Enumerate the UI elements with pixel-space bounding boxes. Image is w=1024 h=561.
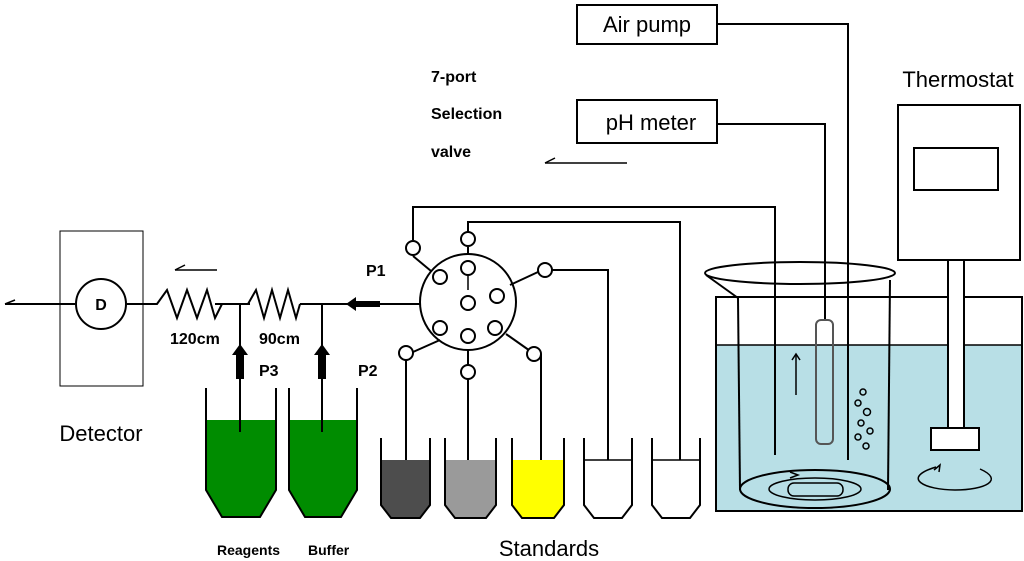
stir-arrow <box>917 466 993 491</box>
detector-symbol <box>75 278 127 330</box>
coil-90cm <box>240 286 301 322</box>
standard-1 <box>380 438 431 519</box>
buffer-label: Buffer <box>308 542 350 558</box>
detector-symbol-label: D <box>95 297 107 314</box>
thermostat-display <box>913 147 999 191</box>
coil-90cm-label: 90cm <box>259 331 300 348</box>
reagents-label: Reagents <box>217 542 280 558</box>
valve-label-line3: valve <box>431 144 471 161</box>
pump-p1 <box>346 297 380 311</box>
air-line <box>717 23 849 460</box>
outlet-arrowhead <box>4 299 16 305</box>
pump-p2-label: P2 <box>358 363 378 380</box>
coil-120cm <box>150 286 223 321</box>
ph-meter-label: pH meter <box>606 110 696 135</box>
thermostat-shaft <box>947 259 965 429</box>
air-bubbles <box>854 388 874 450</box>
selection-valve <box>398 231 553 380</box>
tube-to-standard-4 <box>552 269 609 460</box>
thermostat-label: Thermostat <box>902 67 1013 92</box>
thermostat-impeller <box>930 427 980 451</box>
buffer-bottle <box>288 388 358 518</box>
reaction-beaker <box>704 261 896 509</box>
pump-p1-label: P1 <box>366 263 386 280</box>
standard-5 <box>651 438 701 519</box>
reagents-bottle-fill <box>206 420 276 517</box>
air-pump-label: Air pump <box>603 12 691 37</box>
ph-meter-cable <box>717 123 826 320</box>
ph-meter-box <box>576 99 718 144</box>
standard-4 <box>583 438 633 519</box>
coil-120cm-label: 120cm <box>170 331 220 348</box>
pump-p3 <box>232 344 248 379</box>
stir-arrow-head <box>933 463 942 473</box>
standards-label: Standards <box>499 536 599 561</box>
pump-p2 <box>314 344 330 379</box>
flow-direction-arrowhead-left <box>174 264 186 271</box>
valve-label-line1: 7-port <box>431 69 477 86</box>
detector-label: Detector <box>59 421 142 446</box>
ph-electrode <box>815 319 834 445</box>
standard-2 <box>444 438 497 519</box>
reagents-bottle <box>205 388 277 518</box>
detector-box <box>59 230 144 387</box>
buffer-bottle-fill <box>289 420 357 517</box>
tube-to-beaker-top <box>467 221 681 460</box>
air-pump-box <box>576 4 718 45</box>
pump-p3-label: P3 <box>259 363 279 380</box>
valve-label-line2: Selection <box>431 106 502 123</box>
sample-tube <box>412 206 776 455</box>
standard-3 <box>511 438 565 519</box>
water-bath-outline <box>715 296 1023 512</box>
flow-direction-arrowhead-top <box>544 157 556 164</box>
